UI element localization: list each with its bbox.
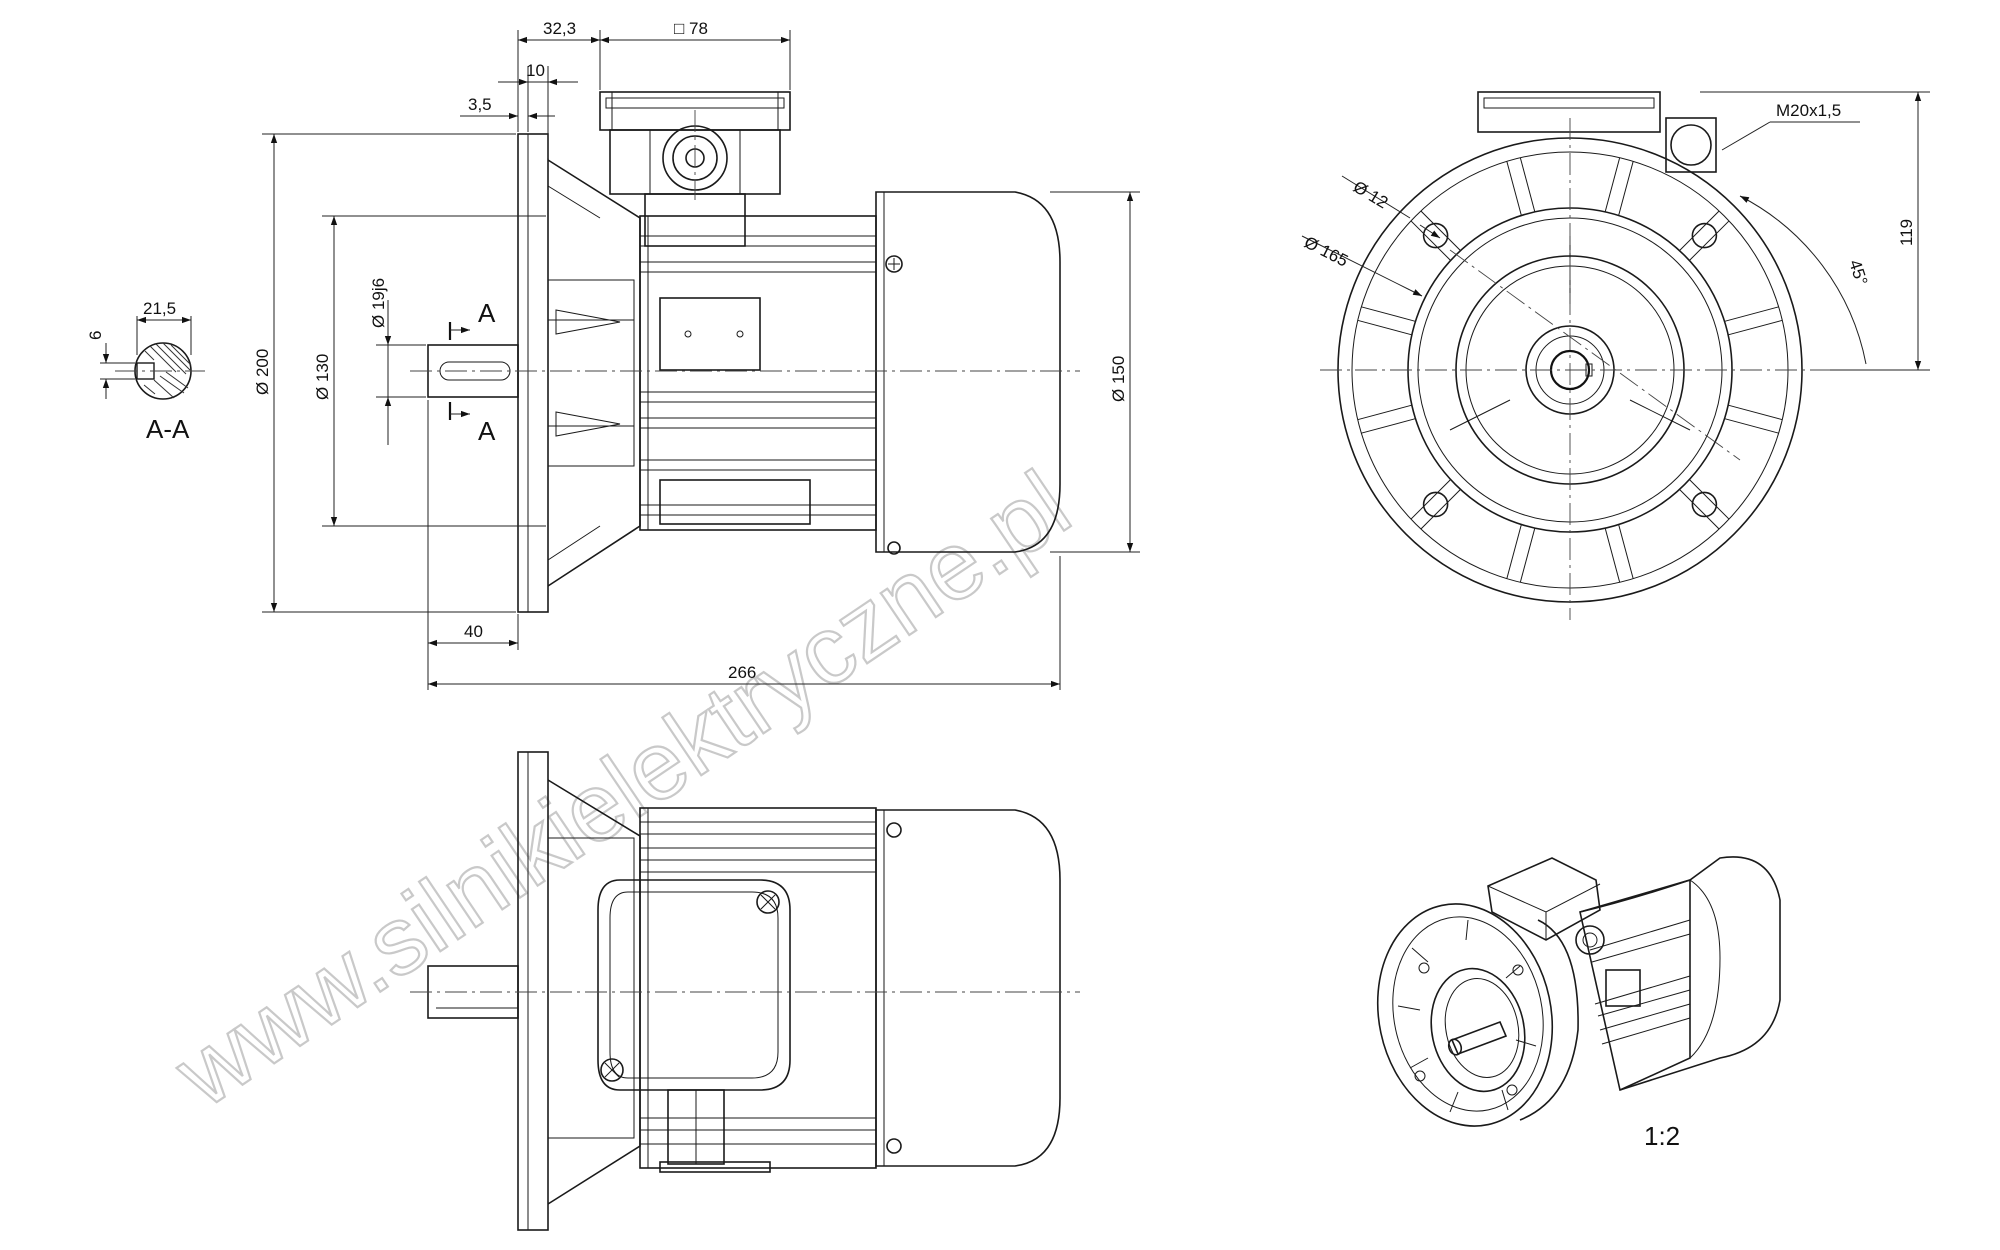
- dim-diameter-150: Ø 150: [1109, 356, 1128, 402]
- flange-rib: [1689, 220, 1730, 261]
- dim-266: 266: [728, 663, 756, 682]
- dim-diameter-165: Ø 165: [1301, 233, 1351, 271]
- flange-rib: [1420, 210, 1461, 251]
- dim-10: 10: [526, 61, 545, 80]
- flange-rib: [1357, 319, 1412, 336]
- iso-housing-fins: [1589, 919, 1691, 1045]
- motor-front-view: [1320, 91, 1830, 620]
- flange-rib: [1679, 489, 1720, 530]
- dim-diameter-130: Ø 130: [313, 354, 332, 400]
- section-a-a-view: 21,5 6 A-A: [86, 299, 205, 444]
- flange-rib: [1618, 161, 1634, 216]
- flange-rib: [1410, 220, 1451, 261]
- flange-rib: [1361, 306, 1416, 322]
- section-mark-a-top: A: [478, 298, 496, 328]
- flange-rib: [1618, 524, 1634, 579]
- bolt-hole: [1422, 491, 1449, 518]
- flange-rib: [1724, 418, 1779, 434]
- dim-m20x1-5: M20x1,5: [1776, 101, 1841, 120]
- bolt-hole: [1691, 491, 1718, 518]
- side-view-dimensions: □ 78 32,3 10 3,5 Ø 200 Ø 130 Ø 19j6 Ø 15…: [253, 19, 1140, 690]
- dim-square-78: □ 78: [674, 19, 708, 38]
- flange-rib: [1724, 306, 1779, 322]
- flange-bolt-holes: [1422, 222, 1718, 518]
- flange-rib: [1519, 157, 1536, 212]
- bolt-hole: [1422, 222, 1449, 249]
- motor-top-view: [410, 751, 1080, 1231]
- scale-label: 1:2: [1644, 1121, 1680, 1151]
- dim-diameter-19j6: Ø 19j6: [369, 278, 388, 328]
- flange-rib: [1689, 479, 1730, 520]
- flange-ribs: [1357, 157, 1783, 583]
- dim-32-3: 32,3: [543, 19, 576, 38]
- front-view-dimensions: Ø 12 Ø 165 119 M20x1,5 45°: [1301, 91, 1930, 371]
- section-label-a-a: A-A: [146, 414, 190, 444]
- flange-rib: [1506, 161, 1522, 216]
- dim-diameter-12: Ø 12: [1350, 177, 1391, 212]
- flange-rib: [1410, 479, 1451, 520]
- flange-rib: [1728, 404, 1783, 421]
- dim-3-5: 3,5: [468, 95, 492, 114]
- motor-isometric-view: 1:2: [1376, 856, 1781, 1151]
- flange-rib: [1728, 319, 1783, 336]
- flange-rib: [1420, 489, 1461, 530]
- flange-rib: [1604, 528, 1621, 583]
- dim-21-5: 21,5: [143, 299, 176, 318]
- flange-rib: [1519, 528, 1536, 583]
- motor-side-view: A A: [410, 91, 1080, 613]
- dim-6: 6: [86, 331, 105, 340]
- dim-diameter-200: Ø 200: [253, 349, 272, 395]
- iso-flange-ribs: [1397, 919, 1537, 1113]
- section-mark-a-bottom: A: [478, 416, 496, 446]
- dim-119: 119: [1897, 219, 1916, 246]
- bolt-hole: [1691, 222, 1718, 249]
- flange-rib: [1506, 524, 1522, 579]
- flange-rib: [1679, 210, 1720, 251]
- flange-rib: [1357, 404, 1412, 421]
- dim-40: 40: [464, 622, 483, 641]
- flange-rib: [1604, 157, 1621, 212]
- dim-angle-45: 45°: [1845, 257, 1871, 287]
- flange-rib: [1361, 418, 1416, 434]
